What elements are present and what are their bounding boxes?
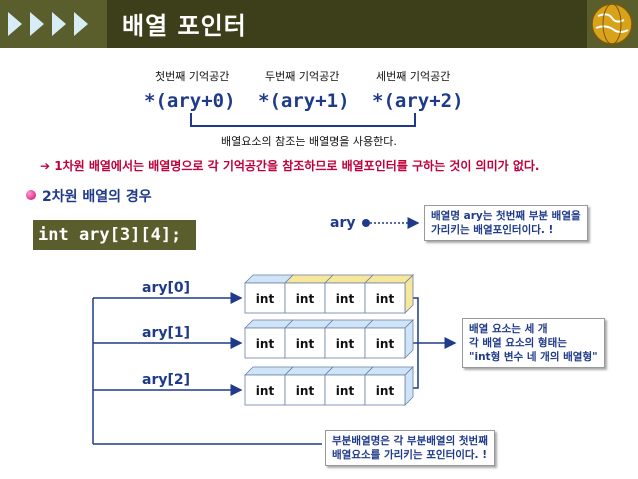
element-callout: 배열 요소는 세 개 각 배열 요소의 형태는 "int형 변수 네 개의 배열… [462,318,605,368]
array-cell-label: int [376,337,395,351]
pointer-expr-0: *(ary+0) [144,90,236,112]
title-box [107,0,587,48]
array-cell-r1-c0: int [244,319,294,359]
array-cell-label: int [336,337,355,351]
memory-label-1: 첫번째 기억공간 [155,70,230,83]
array-cell-r0-c2: int [324,274,374,314]
memory-label-3: 세번째 기억공간 [376,70,451,83]
array-cell-label: int [296,384,315,398]
ary-label: ary [330,215,356,231]
row-label-1: ary[1] [142,325,191,341]
array-cell-label: int [256,337,275,351]
pointer-expr-2: *(ary+2) [372,90,464,112]
array-cell-r0-c1: int [284,274,334,314]
element-callout-line-3: "int형 변수 네 개의 배열형" [469,351,598,363]
array-cell-label: int [336,292,355,306]
bracket-caption: 배열요소의 참조는 배열명을 사용한다. [221,135,397,148]
array-cell-label: int [256,384,275,398]
subarray-callout: 부분배열명은 각 부분배열의 첫번째 배열요소를 가리키는 포인터이다. ! [325,430,495,466]
array-cell-label: int [376,384,395,398]
array-cell-label: int [296,337,315,351]
ary-dot [362,219,370,227]
array-cell-label: int [256,292,275,306]
section-title: 2차원 배열의 경우 [42,189,152,205]
array-cell-r0-c3: int [364,274,414,314]
array-cell-r2-c2: int [324,366,374,406]
memory-label-2: 두번째 기억공간 [265,70,340,83]
element-callout-line-2: 각 배열 요소의 형태는 [469,337,567,349]
chevron-right-icon [74,12,88,36]
pointer-expr-1: *(ary+1) [258,90,350,112]
chevron-right-icon [30,12,44,36]
ary-callout: 배열명 ary는 첫번째 부분 배열을 가리키는 배열포인터이다. ! [424,205,588,241]
bracket-line [190,113,416,127]
ary-callout-line-2: 가리키는 배열포인터이다. ! [431,224,554,236]
subarray-callout-line-1: 부분배열명은 각 부분배열의 첫번째 [332,435,488,447]
array-cell-label: int [376,292,395,306]
globe-logo-icon [591,3,633,45]
note-text: ➔ 1차원 배열에서는 배열명으로 각 기억공간을 참조하므로 배열포인터를 구… [40,159,540,173]
ary-callout-line-1: 배열명 ary는 첫번째 부분 배열을 [431,210,581,222]
row-label-0: ary[0] [142,280,191,296]
page-title: 배열 포인터 [122,12,247,40]
array-cell-r2-c3: int [364,366,414,406]
element-callout-line-1: 배열 요소는 세 개 [469,323,548,335]
array-cell-r2-c1: int [284,366,334,406]
array-cell-r0-c0: int [244,274,294,314]
row-label-2: ary[2] [142,372,191,388]
array-cell-r1-c1: int [284,319,334,359]
bullet-icon [26,190,36,200]
array-cell-r2-c0: int [244,366,294,406]
array-cell-label: int [296,292,315,306]
array-cell-r1-c3: int [364,319,414,359]
chevron-right-icon [52,12,66,36]
array-cell-label: int [336,384,355,398]
array-cell-r1-c2: int [324,319,374,359]
declaration-box: int ary[3][4]; [33,220,196,250]
subarray-callout-line-2: 배열요소를 가리키는 포인터이다. ! [332,449,487,461]
chevron-right-icon [8,12,22,36]
